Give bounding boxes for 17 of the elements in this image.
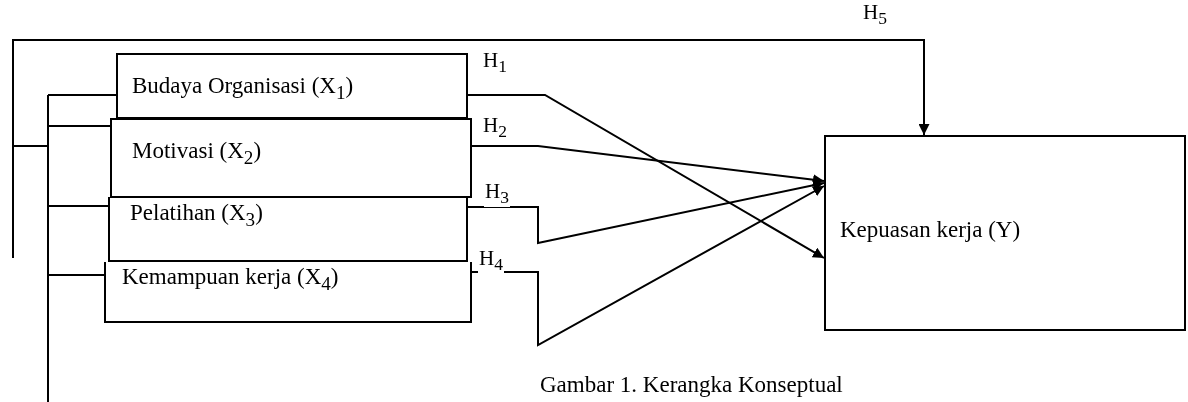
arrow (12, 39, 930, 402)
variable-label: Pelatihan (X$_{3}$) (130, 200, 263, 230)
variable-box (116, 53, 468, 119)
figure-caption: Gambar 1. Kerangka Konseptual (540, 372, 843, 398)
variable-box (104, 262, 472, 323)
edge-label: H$_{4}$ (478, 248, 504, 274)
variable-box (108, 197, 468, 262)
variable-label: Kepuasan kerja (Y) (840, 217, 1021, 243)
arrow (467, 94, 825, 259)
arrow (467, 179, 825, 245)
arrow (471, 185, 825, 347)
edge-label: H$_{3}$ (484, 181, 510, 207)
variable-label: Budaya Organisasi (X$_{1}$) (132, 73, 354, 103)
variable-label: Kemampuan kerja (X$_{4}$) (122, 264, 339, 294)
variable-label: Motivasi (X$_{2}$) (132, 138, 262, 168)
variable-box (110, 118, 472, 198)
variable-box (824, 135, 1186, 331)
